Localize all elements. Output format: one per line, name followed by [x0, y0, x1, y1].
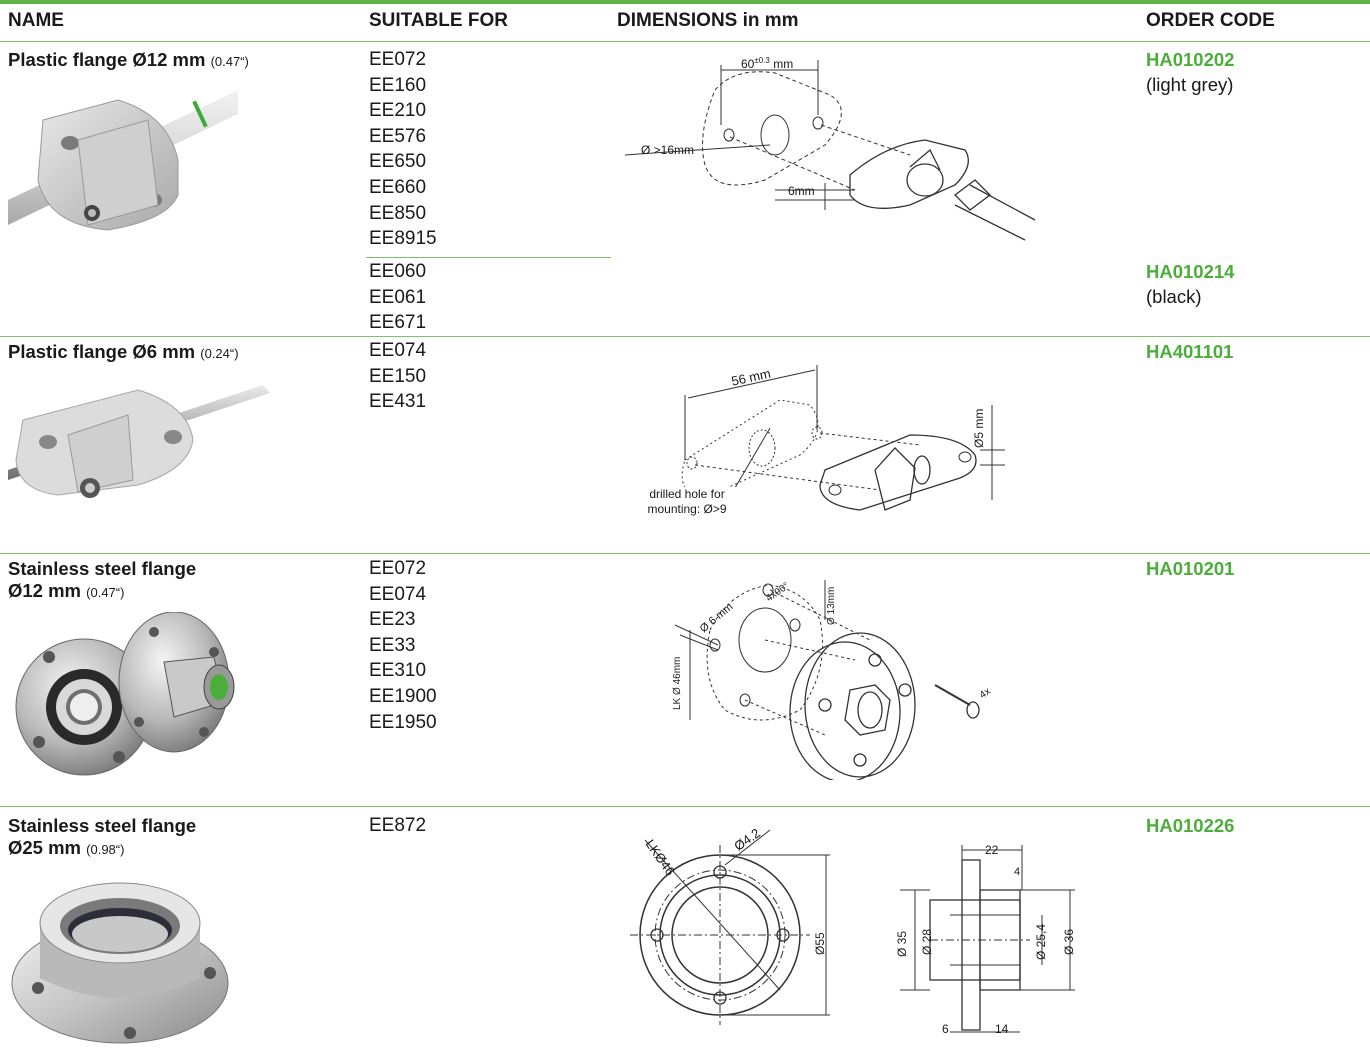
row4-name: Stainless steel flange Ø25 mm (0.98“): [8, 815, 197, 858]
row4-product-photo: [11, 882, 229, 1044]
suitable-item: EE850: [369, 202, 427, 224]
row2-order-code: HA401101: [1146, 341, 1234, 362]
suitable-item: EE060: [369, 261, 427, 282]
suitable-item: EE660: [369, 176, 427, 198]
row4-dim-35: Ø 35: [895, 930, 909, 957]
header-dimensions: DIMENSIONS in mm: [617, 10, 799, 31]
suitable-item: EE074: [369, 340, 427, 361]
suitable-item: EE072: [369, 558, 427, 579]
row4-order-code: HA010226: [1146, 815, 1235, 836]
row-divider: [0, 806, 1370, 807]
suitable-item: EE074: [369, 583, 427, 605]
suitable-item: EE1950: [369, 711, 437, 733]
row1-dim-thickness: 6mm: [788, 184, 815, 198]
row1-order-code-b: HA010214: [1146, 261, 1235, 282]
suitable-item: EE872: [369, 815, 427, 836]
row2-suitable-list: EE074 EE150 EE431: [369, 338, 426, 415]
row3-order-code: HA010201: [1146, 558, 1235, 579]
suitable-item: EE1900: [369, 685, 437, 707]
suitable-item: EE671: [369, 312, 427, 334]
row-divider: [0, 553, 1370, 554]
header-suitable: SUITABLE FOR: [369, 10, 508, 31]
row3-dim-d13: Ø 13mm: [826, 586, 837, 625]
row1-sub-divider: [366, 257, 611, 258]
suitable-item: EE150: [369, 365, 427, 387]
row1-dim-hole: Ø >16mm: [641, 143, 695, 157]
row3-dimension-drawing: [674, 580, 980, 780]
suitable-item: EE8915: [369, 228, 437, 250]
row3-product-photo: [15, 612, 235, 776]
row1-name: Plastic flange Ø12 mm (0.47“): [8, 49, 249, 70]
row1-dimension-drawing: [625, 60, 1036, 241]
suitable-item: EE061: [369, 286, 427, 308]
suitable-item: EE072: [369, 49, 427, 70]
suitable-item: EE576: [369, 125, 427, 147]
suitable-item: EE23: [369, 609, 416, 631]
row1-suitable-list: EE072 EE160 EE210 EE576 EE650 EE660 EE85…: [369, 47, 437, 252]
row4-dim-25-4: Ø 25,4: [1034, 923, 1048, 960]
suitable-item: EE650: [369, 151, 427, 173]
row2-product-photo: [8, 385, 270, 498]
row4-dimension-drawing: [630, 829, 1075, 1033]
row1-suitable-list-b: EE060 EE061 EE671: [369, 259, 426, 336]
row1-product-photo: [8, 90, 238, 231]
suitable-item: EE210: [369, 100, 427, 122]
suitable-item: EE160: [369, 74, 427, 96]
row4-dim-36: Ø 36: [1062, 928, 1076, 955]
row4-dim-6: 6: [942, 1022, 949, 1036]
row2-name: Plastic flange Ø6 mm (0.24“): [8, 341, 239, 362]
suitable-item: EE33: [369, 634, 416, 656]
row3-dim-lk: LK Ø 46mm: [672, 656, 683, 710]
row4-suitable-list: EE872: [369, 813, 426, 839]
row4-dim-outer: Ø55: [813, 932, 827, 955]
row4-dim-22: 22: [985, 843, 999, 857]
top-accent-bar: [0, 0, 1370, 4]
row1-order-note-a: (light grey): [1146, 74, 1234, 95]
suitable-item: EE310: [369, 660, 427, 682]
row4-dim-4: 4: [1014, 866, 1021, 878]
row2-dim-hole: Ø5 mm: [972, 408, 986, 448]
row-divider: [0, 336, 1370, 337]
header-name: NAME: [8, 10, 64, 31]
row1-order-code-a: HA010202: [1146, 49, 1235, 70]
row4-dim-14: 14: [995, 1022, 1009, 1036]
header-divider: [0, 41, 1370, 42]
suitable-item: EE431: [369, 391, 427, 413]
row3-name: Stainless steel flange Ø12 mm (0.47“): [8, 558, 197, 601]
row4-dim-28: Ø 28: [920, 928, 934, 955]
row3-suitable-list: EE072 EE074 EE23 EE33 EE310 EE1900 EE195…: [369, 556, 437, 735]
row1-dim-spacing: 60±0.3 mm: [741, 56, 794, 71]
row1-order-note-b: (black): [1146, 286, 1202, 307]
header-order-code: ORDER CODE: [1146, 10, 1275, 31]
